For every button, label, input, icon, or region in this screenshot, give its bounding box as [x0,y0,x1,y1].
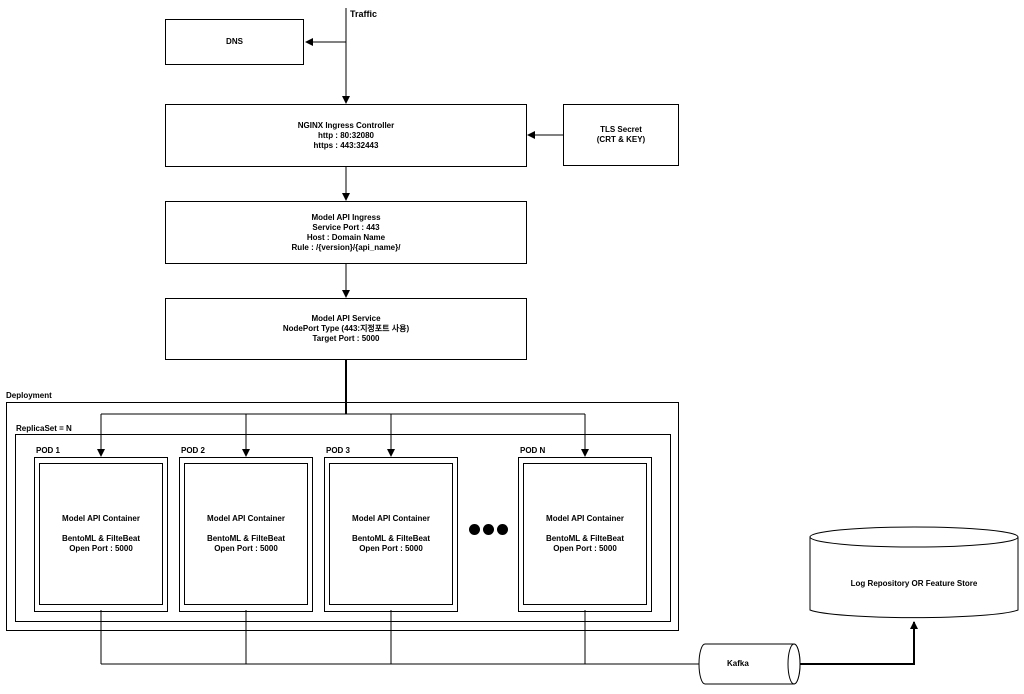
pod-n-label: POD N [520,446,546,455]
ellipsis-dot-1 [469,524,480,535]
pod-2-container: Model API Container BentoML & FilteBeat … [184,463,308,605]
service-target-port: Target Port : 5000 [312,334,380,343]
deployment-frame [6,402,679,631]
ingress-port: Service Port : 443 [312,222,380,232]
tls-subtitle: (CRT & KEY) [596,135,646,144]
pod-3-label: POD 3 [326,446,351,455]
pod-n-container-title: Model API Container [546,514,624,523]
pod-3-frame [324,457,458,612]
ingress-title: Model API Ingress [311,212,381,222]
pod-2-frame [179,457,313,612]
ellipsis-dot-3 [497,524,508,535]
pod-1-label: POD 1 [36,446,61,455]
kafka-node [698,643,801,685]
pod-3-container-port: Open Port : 5000 [359,544,423,553]
pod-3-container: Model API Container BentoML & FilteBeat … [329,463,453,605]
pod-1-container-port: Open Port : 5000 [69,544,133,553]
replicaset-frame [15,434,671,622]
traffic-label: Traffic [350,9,378,19]
pod-n-container-stack: BentoML & FilteBeat [545,534,625,543]
pod-3-container-stack: BentoML & FilteBeat [351,534,431,543]
ingress-host: Host : Domain Name [306,232,386,242]
nginx-https: https : 443:32443 [313,140,379,150]
ellipsis-dot-2 [483,524,494,535]
pod-1-container-stack: BentoML & FilteBeat [61,534,141,543]
service-type: NodePort Type (443:지정포트 사용) [282,324,410,333]
ingress-rule: Rule : /{version}/{api_name}/ [291,242,401,252]
pod-1-frame [34,457,168,612]
pod-2-container-port: Open Port : 5000 [214,544,278,553]
pod-2-container-title: Model API Container [207,514,285,523]
log-store-label: Log Repository OR Feature Store [850,579,978,588]
pod-n-container: Model API Container BentoML & FilteBeat … [523,463,647,605]
pod-2-container-stack: BentoML & FilteBeat [206,534,286,543]
kafka-label: Kafka [727,659,749,668]
pod-n-frame [518,457,652,612]
pod-n-container-port: Open Port : 5000 [553,544,617,553]
pod-1-container: Model API Container BentoML & FilteBeat … [39,463,163,605]
nginx-title: NGINX Ingress Controller [297,120,395,130]
tls-secret-box: TLS Secret (CRT & KEY) [563,104,679,166]
model-api-ingress-box: Model API Ingress Service Port : 443 Hos… [165,201,527,264]
pod-3-container-title: Model API Container [352,514,430,523]
log-store-node [809,526,1019,619]
pod-2-label: POD 2 [181,446,206,455]
dns-label: DNS [226,37,243,46]
kafka-store-arrow [799,621,918,665]
nginx-http: http : 80:32080 [317,130,375,140]
replicaset-label: ReplicaSet = N [16,424,72,433]
tls-title: TLS Secret [600,125,642,134]
nginx-ingress-controller-box: NGINX Ingress Controller http : 80:32080… [165,104,527,167]
model-api-service-box: Model API Service NodePort Type (443:지정포… [165,298,527,360]
pod-1-container-title: Model API Container [62,514,140,523]
service-title: Model API Service [311,314,381,323]
deployment-label: Deployment [6,391,52,400]
dns-box: DNS [165,19,304,65]
